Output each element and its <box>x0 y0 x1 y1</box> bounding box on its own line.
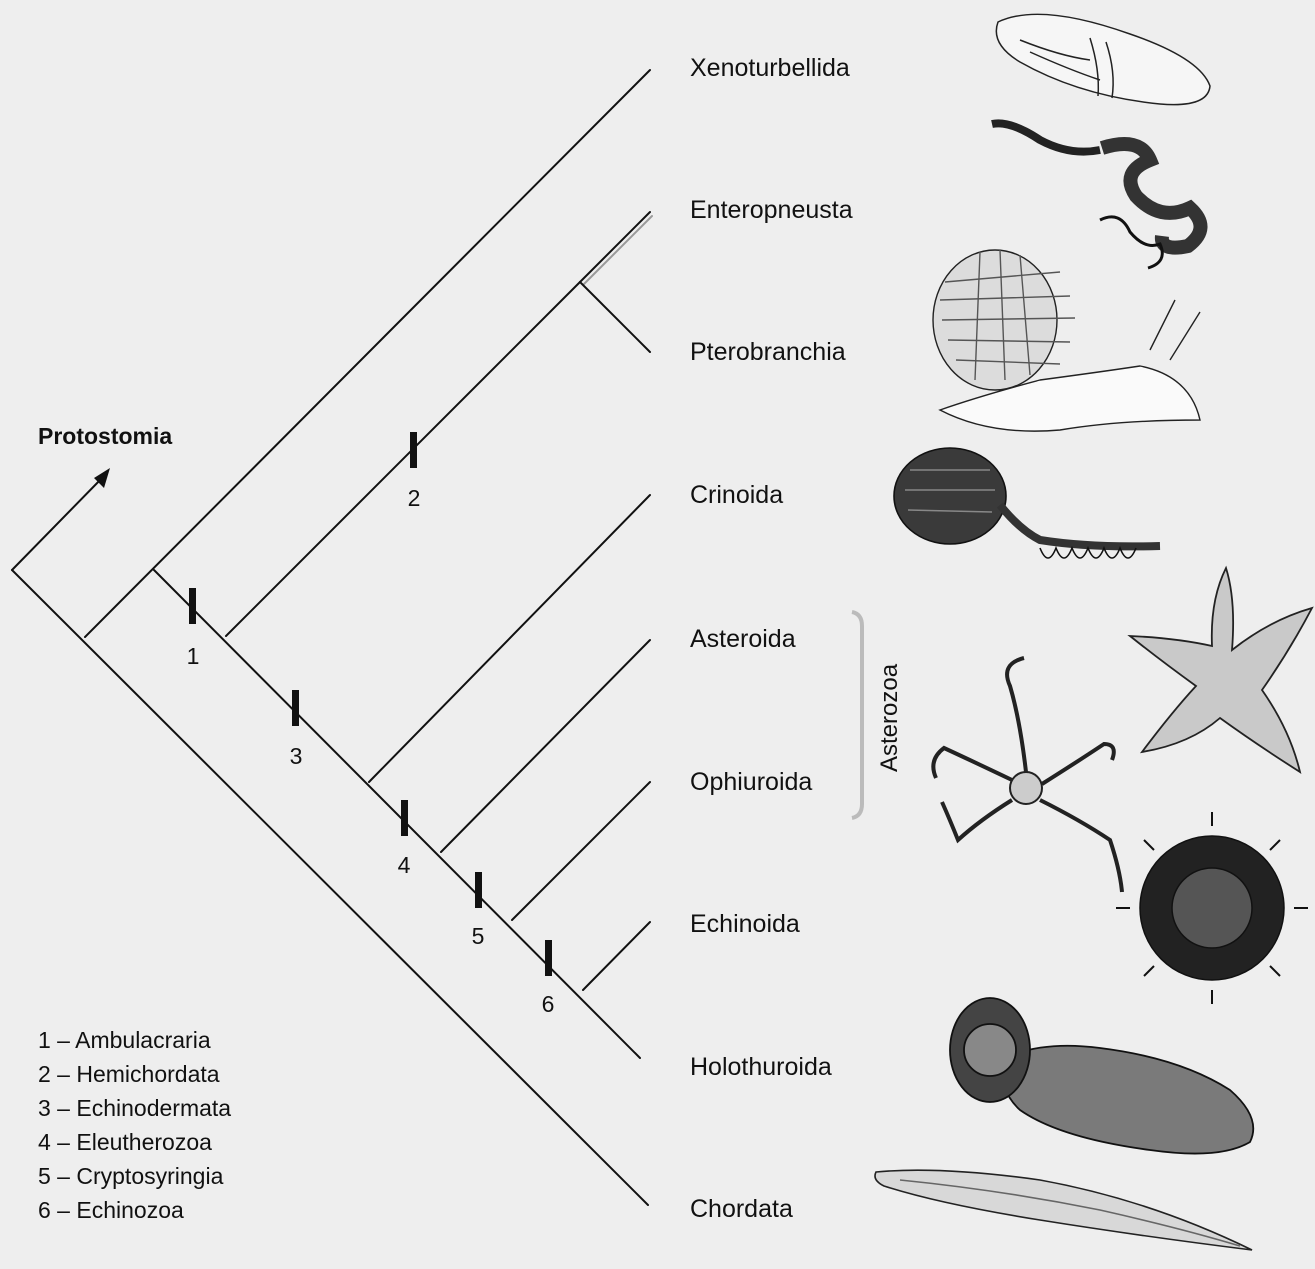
taxon-label-pterobranchia: Pterobranchia <box>690 340 846 365</box>
node-label-3: 3 <box>290 745 303 768</box>
xenoturbella-illustration <box>996 14 1210 104</box>
branch-pterobranchia <box>580 282 650 352</box>
branch-ophiuroida <box>512 782 650 920</box>
node-mark-5 <box>475 872 482 908</box>
taxon-label-enteropneusta: Enteropneusta <box>690 198 853 223</box>
node-label-2: 2 <box>408 487 421 510</box>
outgroup-label: Protostomia <box>38 425 172 448</box>
taxon-label-ophiuroida: Ophiuroida <box>690 770 812 795</box>
taxon-label-chordata: Chordata <box>690 1197 793 1222</box>
lancelet-illustration <box>875 1170 1252 1250</box>
legend-item: 5 – Cryptosyringia <box>38 1159 231 1193</box>
node-label-4: 4 <box>398 854 411 877</box>
acorn-worm-illustration <box>992 123 1201 268</box>
branch-hemichordata <box>226 282 580 636</box>
branch-asteroida <box>441 640 650 852</box>
taxon-label-xenoturbellida: Xenoturbellida <box>690 56 850 81</box>
node-label-6: 6 <box>542 993 555 1016</box>
brittle-star-illustration <box>933 658 1122 892</box>
branch-xenoturbellida <box>85 70 650 637</box>
node-mark-2 <box>410 432 417 468</box>
branch-ambulacraria <box>154 570 640 1058</box>
sea-urchin-illustration <box>1116 812 1308 1004</box>
legend-item: 2 – Hemichordata <box>38 1057 231 1091</box>
node-mark-6 <box>545 940 552 976</box>
legend-item: 1 – Ambulacraria <box>38 1023 231 1057</box>
legend-item: 4 – Eleutherozoa <box>38 1125 231 1159</box>
pterobranch-illustration <box>933 250 1200 431</box>
branch-enteropneusta <box>580 212 650 282</box>
node-mark-4 <box>401 800 408 836</box>
branch-crinoida <box>369 495 650 782</box>
sea-cucumber-illustration <box>950 998 1253 1154</box>
starfish-illustration <box>1130 568 1312 772</box>
branch-enteropneusta-shade <box>584 216 652 284</box>
legend-item: 6 – Echinozoa <box>38 1193 231 1227</box>
taxon-label-holothuroida: Holothuroida <box>690 1055 832 1080</box>
node-label-1: 1 <box>187 645 200 668</box>
asterozoa-bracket <box>852 612 862 818</box>
clade-label-asterozoa: Asterozoa <box>878 664 902 772</box>
taxon-label-crinoida: Crinoida <box>690 483 783 508</box>
node-mark-3 <box>292 690 299 726</box>
legend-item: 3 – Echinodermata <box>38 1091 231 1125</box>
taxon-label-asteroida: Asteroida <box>690 627 796 652</box>
node-mark-1 <box>189 588 196 624</box>
branch-protostomia <box>12 476 104 570</box>
branch-echinoida <box>583 922 650 990</box>
legend: 1 – Ambulacraria 2 – Hemichordata 3 – Ec… <box>38 1023 231 1227</box>
node-label-5: 5 <box>472 925 485 948</box>
crinoid-illustration <box>894 448 1160 558</box>
taxon-label-echinoida: Echinoida <box>690 912 800 937</box>
